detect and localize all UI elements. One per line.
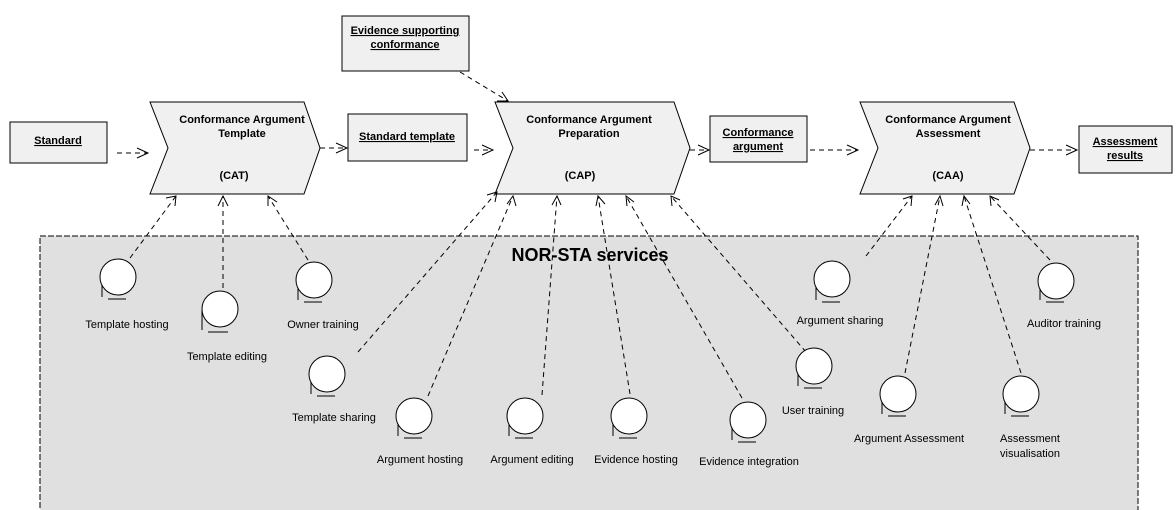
svg-text:Template: Template — [218, 128, 265, 140]
service-template-editing: Template editing — [187, 290, 267, 363]
svg-text:Template editing: Template editing — [187, 351, 267, 363]
svg-text:Conformance Argument: Conformance Argument — [179, 114, 305, 126]
service-evidence-integration: Evidence integration — [699, 401, 799, 468]
svg-text:(CAA): (CAA) — [932, 170, 963, 182]
svg-text:Assessment: Assessment — [916, 128, 981, 140]
services-title: NOR-STA services — [511, 245, 668, 265]
svg-text:Auditor training: Auditor training — [1027, 318, 1101, 330]
service-template-hosting: Template hosting — [85, 258, 169, 331]
service-owner-training: Owner training — [287, 261, 359, 331]
svg-text:Standard: Standard — [34, 135, 82, 147]
svg-text:Evidence hosting: Evidence hosting — [594, 454, 678, 466]
service-argument-assessment: Argument Assessment — [854, 375, 964, 445]
conformance-argument-box: Conformance argument — [709, 115, 808, 163]
svg-text:Conformance: Conformance — [723, 127, 794, 139]
svg-text:Argument Assessment: Argument Assessment — [854, 433, 964, 445]
service-argument-hosting: Argument hosting — [377, 397, 463, 466]
cap-process: Conformance Argument Preparation (CAP) — [494, 101, 691, 195]
service-arrows — [129, 191, 1051, 399]
svg-text:Assessment: Assessment — [1093, 136, 1158, 148]
service-argument-editing: Argument editing — [490, 397, 574, 466]
svg-text:Argument hosting: Argument hosting — [377, 454, 463, 466]
assessment-results-box: Assessment results — [1078, 125, 1173, 174]
svg-text:Conformance Argument: Conformance Argument — [526, 114, 652, 126]
svg-text:Owner training: Owner training — [287, 319, 359, 331]
svg-text:visualisation: visualisation — [1000, 448, 1060, 460]
standard-template-box: Standard template — [347, 113, 468, 162]
service-evidence-hosting: Evidence hosting — [594, 397, 678, 466]
svg-text:User training: User training — [782, 405, 844, 417]
service-argument-sharing: Argument sharing — [797, 260, 884, 327]
evidence-box: Evidence supporting conformance — [341, 15, 470, 72]
svg-text:Conformance Argument: Conformance Argument — [885, 114, 1011, 126]
svg-text:Evidence supporting: Evidence supporting — [351, 25, 460, 37]
svg-text:Argument editing: Argument editing — [490, 454, 573, 466]
flow-arrows — [117, 71, 1079, 159]
svg-text:Template hosting: Template hosting — [85, 319, 168, 331]
service-assessment-visualisation: Assessment visualisation — [1000, 375, 1060, 460]
service-user-training: User training — [782, 347, 844, 417]
svg-text:(CAT): (CAT) — [219, 170, 248, 182]
svg-text:Argument sharing: Argument sharing — [797, 315, 884, 327]
svg-text:Assessment: Assessment — [1000, 433, 1060, 445]
svg-text:Evidence integration: Evidence integration — [699, 456, 799, 468]
svg-text:conformance: conformance — [370, 39, 439, 51]
service-auditor-training: Auditor training — [1027, 262, 1101, 330]
standard-box: Standard — [9, 121, 108, 164]
service-template-sharing: Template sharing — [292, 355, 376, 424]
svg-text:(CAP): (CAP) — [565, 170, 596, 182]
cat-process: Conformance Argument Template (CAT) — [149, 101, 321, 195]
svg-text:Template sharing: Template sharing — [292, 412, 376, 424]
caa-process: Conformance Argument Assessment (CAA) — [859, 101, 1031, 195]
svg-text:Standard template: Standard template — [359, 131, 455, 143]
svg-text:argument: argument — [733, 141, 783, 153]
svg-text:results: results — [1107, 150, 1143, 162]
svg-text:Preparation: Preparation — [558, 128, 619, 140]
services-region — [39, 235, 1139, 510]
